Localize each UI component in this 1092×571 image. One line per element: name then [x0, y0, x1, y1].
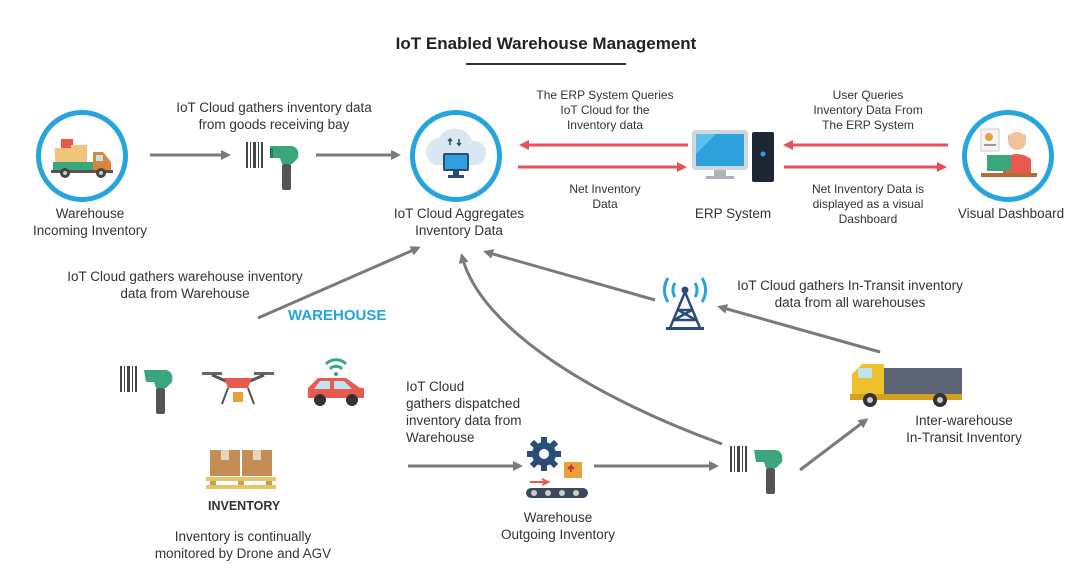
transit-label: Inter-warehouse In-Transit Inventory	[886, 412, 1042, 446]
barcode-scanner-icon	[246, 142, 299, 190]
arrow-warehouse-to-cloud	[257, 246, 421, 320]
arrow-truck-to-tower	[717, 304, 881, 354]
arrow-outgoing-to-cloud	[458, 253, 723, 446]
arrow-scanner-to-truck	[799, 418, 869, 472]
drone-icon	[202, 372, 274, 405]
incoming-label-line2: Incoming Inventory	[32, 223, 148, 238]
warehouse-gather-line2: data from Warehouse	[120, 286, 250, 301]
inventory-caption-line2: monitored by Drone and AGV	[154, 546, 332, 561]
arrow-tower-to-cloud	[483, 249, 656, 302]
diagram-title: IoT Enabled Warehouse Management	[395, 34, 697, 53]
net-dashboard-annotation: Net Inventory Data is displayed as a vis…	[790, 182, 946, 227]
cloud-label-line2: Inventory Data	[415, 223, 503, 238]
dispatched-line4: Warehouse	[406, 430, 475, 445]
warehouse-label: WAREHOUSE	[288, 307, 387, 324]
transit-gather-annotation: IoT Cloud gathers In-Transit inventory d…	[720, 277, 980, 311]
erp-query-line1: The ERP System Queries	[536, 88, 674, 102]
delivery-truck-icon	[51, 139, 113, 178]
inventory-caption: Inventory is continually monitored by Dr…	[118, 528, 368, 562]
receiving-annotation-line2: from goods receiving bay	[198, 117, 350, 132]
cloud-computer-icon	[426, 128, 487, 178]
transit-gather-line1: IoT Cloud gathers In-Transit inventory	[737, 278, 963, 293]
warehouse-gather-annotation: IoT Cloud gathers warehouse inventory da…	[40, 268, 330, 302]
erp-label: ERP System	[694, 206, 772, 221]
agv-car-icon	[308, 358, 364, 406]
transit-label-line1: Inter-warehouse	[915, 413, 1013, 428]
net-dashboard-line1: Net Inventory Data is	[811, 182, 925, 196]
net-dashboard-line2: displayed as a visual	[812, 197, 924, 211]
cargo-truck-icon	[850, 364, 962, 407]
cloud-label: IoT Cloud Aggregates Inventory Data	[374, 205, 544, 239]
net-inventory-line1: Net Inventory	[569, 182, 641, 196]
user-query-line2: Inventory Data From	[813, 103, 923, 117]
receiving-annotation: IoT Cloud gathers inventory data from go…	[150, 99, 398, 133]
incoming-node	[36, 110, 128, 202]
outgoing-label-line1: Warehouse	[523, 510, 593, 525]
cloud-label-line1: IoT Cloud Aggregates	[393, 206, 525, 221]
receiving-annotation-line1: IoT Cloud gathers inventory data	[176, 100, 372, 115]
cloud-node	[410, 110, 502, 202]
net-inventory-line2: Data	[592, 197, 618, 211]
user-query-annotation: User Queries Inventory Data From The ERP…	[790, 88, 946, 133]
erp-query-line3: Inventory data	[566, 118, 644, 132]
outgoing-label: Warehouse Outgoing Inventory	[480, 509, 636, 543]
erp-query-line2: IoT Cloud for the	[560, 103, 650, 117]
net-inventory-annotation: Net Inventory Data	[540, 182, 670, 212]
dispatched-line1: IoT Cloud	[406, 379, 465, 394]
cell-tower-icon	[663, 277, 707, 330]
warehouse-gather-line1: IoT Cloud gathers warehouse inventory	[67, 269, 303, 284]
erp-query-annotation: The ERP System Queries IoT Cloud for the…	[520, 88, 690, 133]
incoming-label: Warehouse Incoming Inventory	[20, 205, 160, 239]
pallet-boxes-icon	[206, 450, 276, 489]
net-dashboard-line3: Dashboard	[838, 212, 898, 226]
conveyor-gear-icon	[526, 437, 588, 498]
person-at-desk-icon	[980, 128, 1037, 177]
dispatched-line2: gathers dispatched	[406, 396, 521, 411]
warehouse-scanner-icon	[120, 366, 173, 414]
dispatched-annotation: IoT Cloud gathers dispatched inventory d…	[406, 378, 566, 446]
outgoing-label-line2: Outgoing Inventory	[500, 527, 616, 542]
incoming-label-line1: Warehouse	[55, 206, 125, 221]
transit-label-line2: In-Transit Inventory	[906, 430, 1022, 445]
transit-gather-line2: data from all warehouses	[774, 295, 926, 310]
user-query-line3: The ERP System	[822, 118, 914, 132]
title-underline	[466, 63, 626, 65]
desktop-computer-icon	[692, 130, 774, 182]
dashboard-node	[962, 110, 1054, 202]
dashboard-label: Visual Dashboard	[957, 206, 1065, 221]
inventory-caption-line1: Inventory is continually	[174, 529, 312, 544]
dispatched-line3: inventory data from	[406, 413, 522, 428]
user-query-line1: User Queries	[832, 88, 904, 102]
inventory-label: INVENTORY	[208, 499, 281, 513]
outgoing-scanner-icon	[730, 446, 783, 494]
